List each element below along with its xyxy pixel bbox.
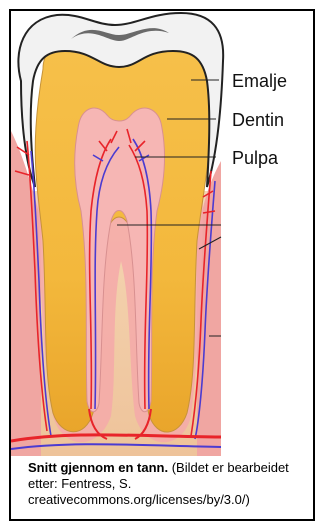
label-dentin: Dentin (232, 111, 284, 129)
label-enamel: Emalje (232, 72, 287, 90)
label-pulp: Pulpa (232, 149, 278, 167)
caption-title: Snitt gjennom en tann. (28, 460, 168, 475)
figure-caption: Snitt gjennom en tann. (Bildet er bearbe… (28, 460, 310, 508)
